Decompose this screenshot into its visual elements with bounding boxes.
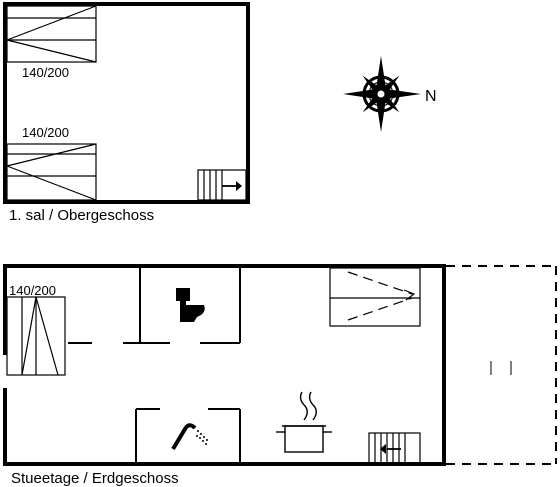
bed-ground	[6, 296, 66, 376]
bed-upper-top-label: 140/200	[22, 65, 69, 80]
terrace	[446, 265, 558, 465]
shower-room-walls	[135, 408, 241, 464]
bed-upper-top	[6, 5, 97, 63]
shower-icon	[171, 423, 208, 451]
upper-floor: 140/200 140/200 1. sal / Obergeschoss	[3, 2, 250, 224]
compass-north-label: N	[425, 88, 437, 105]
kitchen-counter	[329, 267, 421, 327]
ground-floor-caption: Stueetage / Erdgeschoss	[11, 470, 179, 487]
ground-floor: 140/200	[3, 264, 558, 487]
upper-floor-outline	[3, 2, 250, 204]
bed-ground-label: 140/200	[9, 283, 56, 298]
staircase-ground	[368, 432, 421, 465]
terrace-marks	[490, 361, 512, 375]
bed-upper-bottom	[6, 143, 97, 201]
staircase-upper	[197, 169, 247, 201]
compass-icon	[343, 56, 421, 132]
upper-floor-caption: 1. sal / Obergeschoss	[9, 207, 154, 224]
toilet-icon	[176, 288, 205, 322]
ground-floor-walls	[3, 264, 446, 466]
compass-rose: N	[343, 56, 437, 132]
cooking-pot-icon	[276, 391, 332, 453]
bed-upper-bottom-label: 140/200	[22, 125, 69, 140]
toilet-room-walls	[68, 266, 241, 344]
